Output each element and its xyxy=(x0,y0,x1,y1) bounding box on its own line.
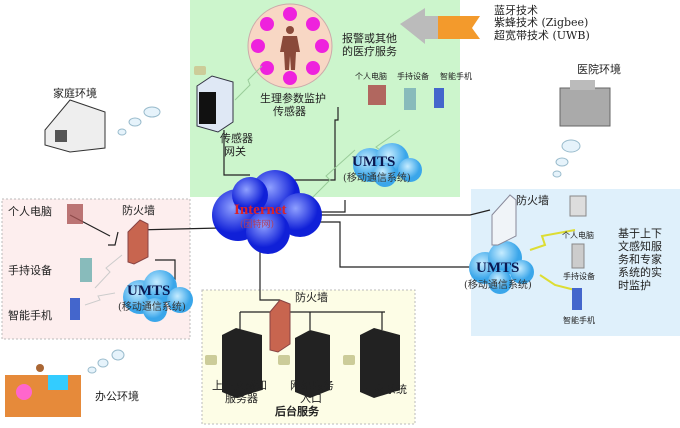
gateway-label-2: 网关 xyxy=(224,145,246,158)
home-icon xyxy=(44,99,106,153)
umts-subtitle-monitor: (移动通信系统) xyxy=(464,280,532,291)
thought-bubbles xyxy=(87,106,581,374)
backend-title: 后台服务 xyxy=(275,405,319,418)
monitor-handheld-label: 手持设备 xyxy=(563,272,595,281)
monitor-desc-2: 文感知服 xyxy=(618,240,662,253)
hospital-label: 医院环境 xyxy=(577,63,621,76)
home-label: 家庭环境 xyxy=(53,87,97,100)
umts-subtitle-hospital: (移动通信系统) xyxy=(343,173,411,184)
tech-bluetooth: 蓝牙技术 xyxy=(494,4,538,17)
umts-title-left: UMTS xyxy=(127,283,171,299)
office-icon xyxy=(5,364,81,417)
hospital-device-pc: 个人电脑 xyxy=(355,72,387,81)
hospital-device-phone: 智能手机 xyxy=(440,72,472,81)
hospital-building-icon xyxy=(559,80,611,127)
arrow-icon xyxy=(400,8,480,44)
server-icon xyxy=(205,328,400,398)
monitor-desc-3: 务和专家 xyxy=(618,253,662,266)
context-server-label-2: 服务器 xyxy=(225,392,258,405)
context-server-label-1: 上下文感知 xyxy=(212,379,267,392)
umts-cloud-icon xyxy=(123,143,534,322)
tech-uwb: 超宽带技术 (UWB) xyxy=(494,29,590,42)
alarm-label-1: 报警或其他 xyxy=(342,32,397,45)
internet-subtitle: (因特网) xyxy=(240,220,275,230)
tech-zigbee: 紫蜂技术 (Zigbee) xyxy=(494,16,589,29)
expert-system-label: 专家系统 xyxy=(363,383,407,396)
umts-subtitle-left: (移动通信系统) xyxy=(118,302,186,313)
monitor-firewall-icon xyxy=(491,194,517,246)
umts-title-hospital: UMTS xyxy=(352,154,396,170)
monitor-desc-4: 系统的实 xyxy=(618,266,662,279)
sensor-gateway-icon xyxy=(194,66,234,133)
internet-title: Internet xyxy=(234,202,287,218)
monitor-desc-1: 基于上下 xyxy=(618,227,662,240)
sensor-label-1: 生理参数监护 xyxy=(260,92,326,105)
internet-cloud-icon xyxy=(212,170,322,254)
monitor-phone-label: 智能手机 xyxy=(563,316,595,325)
portal-label-2: 入口 xyxy=(300,392,322,405)
backend-firewall-label: 防火墙 xyxy=(295,291,328,304)
office-label: 办公环境 xyxy=(95,390,139,403)
left-firewall-label: 防火墙 xyxy=(122,204,155,217)
wireless-links xyxy=(84,65,576,306)
hospital-device-handheld: 手持设备 xyxy=(397,72,429,81)
portal-label-1: 网络服务 xyxy=(290,379,334,392)
alarm-label-2: 的医疗服务 xyxy=(342,45,397,58)
body-sensor-icon xyxy=(247,3,333,89)
monitor-firewall-label: 防火墙 xyxy=(516,194,549,207)
left-phone-label: 智能手机 xyxy=(8,309,52,322)
monitor-pc-label: 个人电脑 xyxy=(562,231,594,240)
left-pc-label: 个人电脑 xyxy=(8,205,52,218)
umts-title-monitor: UMTS xyxy=(476,260,520,276)
firewall-icon xyxy=(127,219,291,353)
gateway-label-1: 传感器 xyxy=(220,132,253,145)
left-handheld-label: 手持设备 xyxy=(8,264,52,277)
device-icons xyxy=(67,85,587,320)
monitor-desc-5: 时监护 xyxy=(618,279,651,292)
sensor-label-2: 传感器 xyxy=(273,105,306,118)
